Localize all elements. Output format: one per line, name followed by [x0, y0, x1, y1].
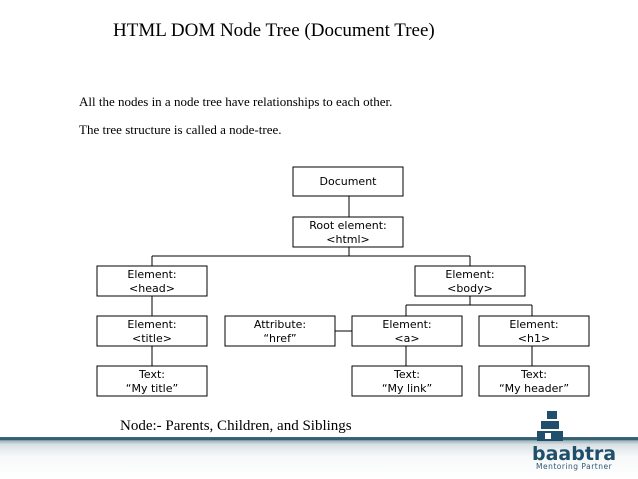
- node-root-tag: <html>: [326, 233, 370, 246]
- node-href-value: “href”: [263, 332, 296, 345]
- node-title-tag: <title>: [132, 332, 172, 345]
- node-head: Element: <head>: [96, 265, 208, 297]
- logo-tagline: Mentoring Partner: [536, 462, 613, 471]
- node-head-tag: <head>: [129, 282, 175, 295]
- node-href-type: Attribute:: [254, 318, 306, 331]
- node-document: Document: [292, 166, 404, 197]
- node-head-type: Element:: [127, 268, 176, 281]
- node-header-text: Text: “My header”: [478, 365, 590, 397]
- node-title-type: Element:: [127, 318, 176, 331]
- node-href-attribute: Attribute: “href”: [224, 315, 336, 347]
- node-root-type: Root element:: [309, 219, 386, 232]
- node-header-text-type: Text:: [520, 368, 547, 381]
- node-link-text-type: Text:: [393, 368, 420, 381]
- node-root-element: Root element: <html>: [292, 216, 404, 248]
- node-title-text-type: Text:: [138, 368, 165, 381]
- node-body: Element: <body>: [414, 265, 526, 297]
- node-h1-element: Element: <h1>: [478, 315, 590, 347]
- paragraph-node-tree: The tree structure is called a node-tree…: [79, 122, 282, 137]
- footer-band: [0, 437, 638, 479]
- node-body-tag: <body>: [447, 282, 493, 295]
- slide-title: HTML DOM Node Tree (Document Tree): [113, 20, 435, 41]
- node-title-text: Text: “My title”: [96, 365, 208, 397]
- logo-wordmark: baabtra: [532, 443, 617, 465]
- node-title-text-value: “My title”: [126, 382, 178, 395]
- node-h1-type: Element:: [509, 318, 558, 331]
- node-title-element: Element: <title>: [96, 315, 208, 347]
- baabtra-logo-icon: [537, 411, 563, 441]
- node-a-element: Element: <a>: [351, 315, 463, 347]
- node-link-text: Text: “My link”: [351, 365, 463, 397]
- node-body-type: Element:: [445, 268, 494, 281]
- paragraph-relationships: All the nodes in a node tree have relati…: [79, 94, 393, 109]
- node-h1-tag: <h1>: [518, 332, 550, 345]
- node-document-label: Document: [320, 175, 378, 188]
- caption: Node:- Parents, Children, and Siblings: [120, 418, 352, 434]
- node-header-text-value: “My header”: [499, 382, 569, 395]
- node-link-text-value: “My link”: [382, 382, 432, 395]
- node-a-type: Element:: [382, 318, 431, 331]
- node-a-tag: <a>: [394, 332, 419, 345]
